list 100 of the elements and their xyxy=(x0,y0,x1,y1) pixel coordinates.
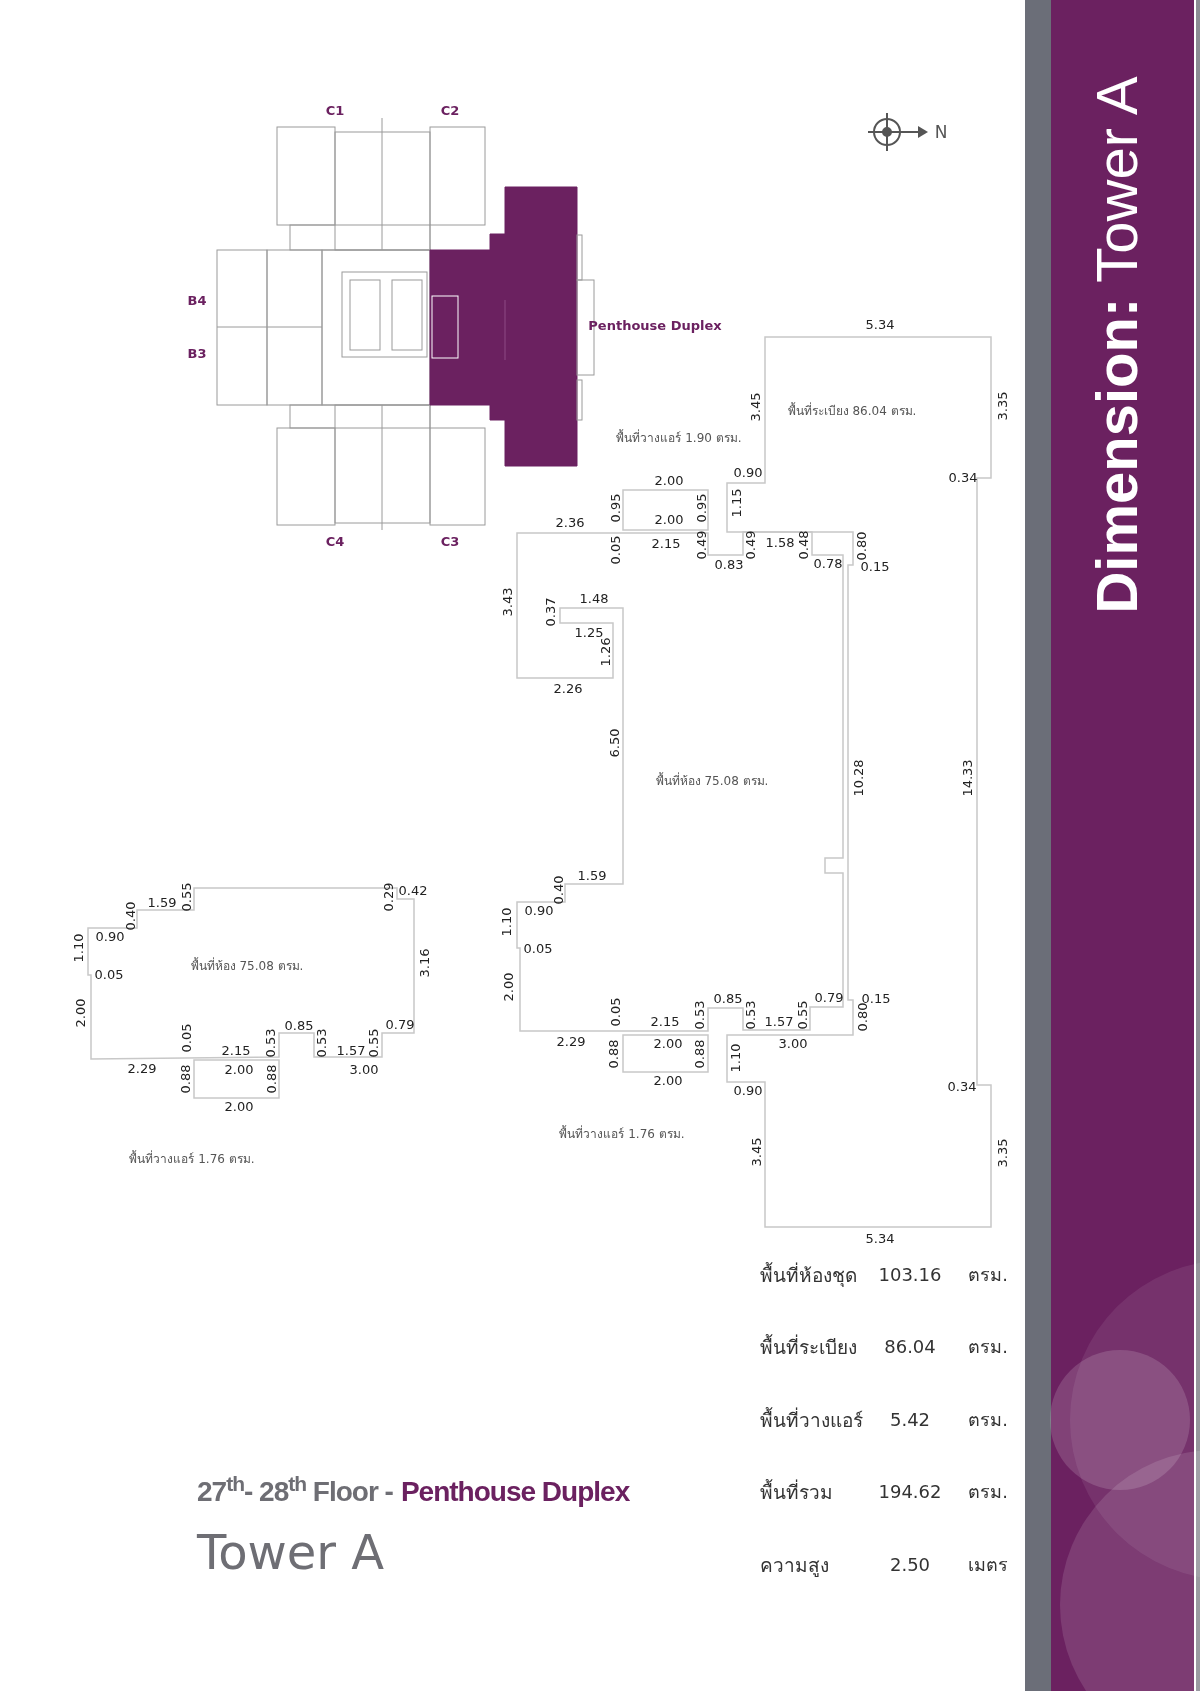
dimension-label: 2.00 xyxy=(224,1062,254,1076)
dimension-label: 0.29 xyxy=(381,882,395,912)
dimension-label: 0.79 xyxy=(385,1017,415,1031)
dimension-label: 3.35 xyxy=(995,391,1009,421)
dimension-label: 0.49 xyxy=(743,530,757,560)
dimension-label: 2.00 xyxy=(501,972,515,1002)
dimension-label: 2.15 xyxy=(651,536,681,550)
dimension-label: 0.49 xyxy=(694,530,708,560)
measure-unit: เมตร xyxy=(968,1556,1008,1574)
dimension-label: 3.45 xyxy=(748,392,762,422)
dimension-label: 1.59 xyxy=(577,868,607,882)
dimension-label: 0.90 xyxy=(733,1083,763,1097)
dimension-label: 0.88 xyxy=(264,1064,278,1094)
dimension-label: 5.34 xyxy=(865,317,895,331)
dimension-label: 3.35 xyxy=(995,1138,1009,1168)
dimension-label: 2.00 xyxy=(654,473,684,487)
dimension-label: 1.25 xyxy=(574,625,604,639)
dimension-label: 5.34 xyxy=(865,1231,895,1245)
dimension-label: 0.85 xyxy=(284,1018,314,1032)
dimension-label: 0.53 xyxy=(314,1028,328,1058)
dimension-label: 0.53 xyxy=(263,1028,277,1058)
dimension-label: 1.58 xyxy=(765,535,795,549)
area-value: 194.62 xyxy=(878,1483,942,1501)
unit-name-label: Penthouse Duplex xyxy=(588,318,722,332)
dimension-label: 1.10 xyxy=(71,933,85,963)
dimension-label: 1.59 xyxy=(147,895,177,909)
measure-unit: ตรม. xyxy=(968,1338,1008,1356)
dimension-label: 0.85 xyxy=(713,991,743,1005)
dimension-label: 0.90 xyxy=(524,903,554,917)
unit-label: B3 xyxy=(187,346,207,360)
dimension-label: 0.55 xyxy=(366,1028,380,1058)
dimension-label: 2.15 xyxy=(650,1014,680,1028)
unit-label: B4 xyxy=(187,293,207,307)
dimension-label: 0.05 xyxy=(179,1023,193,1053)
unit-label: C3 xyxy=(440,534,460,548)
area-type-label: ความสูง xyxy=(760,1555,829,1575)
dimension-label: 2.29 xyxy=(556,1034,586,1048)
measure-unit: ตรม. xyxy=(968,1266,1008,1284)
dimension-label: 0.40 xyxy=(123,901,137,931)
dimension-label: 0.53 xyxy=(692,1000,706,1030)
dimension-label: 0.78 xyxy=(813,556,843,570)
dimension-label: 3.16 xyxy=(417,948,431,978)
dimension-label: 3.00 xyxy=(778,1036,808,1050)
dimension-label: 0.42 xyxy=(398,883,428,897)
dimension-label: 3.45 xyxy=(749,1137,763,1167)
dimension-label: 1.57 xyxy=(336,1043,366,1057)
dimension-label: 0.90 xyxy=(733,465,763,479)
dimension-label: 1.26 xyxy=(598,637,612,667)
area-value: 5.42 xyxy=(889,1411,931,1429)
dimension-label: 2.36 xyxy=(555,515,585,529)
dimension-label: 0.55 xyxy=(795,1000,809,1030)
dimension-label: 0.95 xyxy=(608,493,622,523)
dimension-label: 2.00 xyxy=(224,1099,254,1113)
dimension-label: 0.80 xyxy=(854,531,868,561)
dimension-label: 0.40 xyxy=(551,875,565,905)
dimension-label: 0.79 xyxy=(814,990,844,1004)
dimension-label: 0.37 xyxy=(543,597,557,627)
dimension-label: 2.00 xyxy=(653,1073,683,1087)
dimension-label: 2.29 xyxy=(127,1061,157,1075)
north-label: N xyxy=(934,123,948,141)
area-value: 2.50 xyxy=(889,1556,931,1574)
dimension-label: 0.34 xyxy=(948,470,978,484)
dimension-label: 2.00 xyxy=(654,512,684,526)
dimension-label: 3.00 xyxy=(349,1062,379,1076)
dimension-label: 0.90 xyxy=(95,929,125,943)
dimension-label: 0.48 xyxy=(796,530,810,560)
dimension-label: 0.05 xyxy=(523,941,553,955)
dimension-label: 0.55 xyxy=(179,882,193,912)
tower-subtitle: Tower A xyxy=(197,1528,385,1576)
dimension-label: 2.15 xyxy=(221,1043,251,1057)
unit-label: C4 xyxy=(325,534,345,548)
area-value: 86.04 xyxy=(884,1338,936,1356)
dimension-label: 0.05 xyxy=(608,535,622,565)
dimension-label: 10.28 xyxy=(851,759,865,797)
dimension-label: 0.05 xyxy=(94,967,124,981)
dimension-label: 0.88 xyxy=(606,1039,620,1069)
dimension-label: 3.43 xyxy=(500,587,514,617)
dimension-label: 14.33 xyxy=(960,759,974,797)
dimension-label: 2.26 xyxy=(553,681,583,695)
unit-label: C1 xyxy=(325,103,345,117)
dimension-label: 1.48 xyxy=(579,591,609,605)
dimension-label: 1.57 xyxy=(764,1014,794,1028)
dimension-label: 0.34 xyxy=(947,1079,977,1093)
dimension-label: 0.88 xyxy=(692,1039,706,1069)
dimension-label: 0.15 xyxy=(860,559,890,573)
dimension-label: 0.95 xyxy=(694,493,708,523)
dimension-label: 6.50 xyxy=(607,728,621,758)
floor-heading: 27$^{th}$- 28$^{th}$ Floor - xyxy=(197,1471,393,1509)
dimension-label: 0.83 xyxy=(714,557,744,571)
dimension-label: 0.53 xyxy=(743,1000,757,1030)
dimension-label: 0.80 xyxy=(855,1002,869,1032)
dimension-label: 2.00 xyxy=(653,1036,683,1050)
dimension-label: 0.88 xyxy=(178,1064,192,1094)
dimension-label: 0.05 xyxy=(608,997,622,1027)
dimension-label: 1.10 xyxy=(728,1043,742,1073)
dimension-label: 1.15 xyxy=(729,488,743,518)
dimension-label: 2.00 xyxy=(73,998,87,1028)
dimension-label: 1.10 xyxy=(499,907,513,937)
unit-label: C2 xyxy=(440,103,460,117)
unit-type-heading: Penthouse Duplex xyxy=(400,1475,630,1509)
